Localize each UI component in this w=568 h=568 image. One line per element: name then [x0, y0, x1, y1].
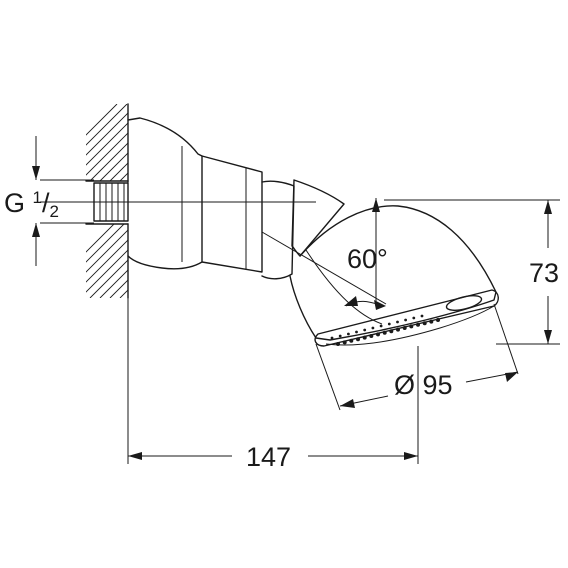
nozzle — [389, 329, 394, 334]
nozzle — [409, 324, 414, 329]
hatch-line — [89, 142, 128, 181]
hatch-line — [140, 224, 214, 298]
wall-hatching-bottom — [86, 224, 244, 298]
hatch-line — [86, 104, 128, 146]
hatch-line — [109, 162, 128, 181]
hatch-line — [130, 224, 204, 298]
hatch-line — [150, 224, 224, 298]
spray-plate — [314, 289, 499, 347]
nozzle — [396, 327, 400, 332]
hatch-line — [86, 122, 128, 166]
hatch-line — [109, 279, 128, 298]
hatch-line — [86, 224, 115, 253]
spray-nozzles — [330, 314, 440, 346]
nozzle — [347, 332, 350, 336]
hatch-line — [99, 152, 128, 181]
ball-joint — [261, 180, 295, 280]
nozzle — [422, 321, 427, 326]
nozzle — [338, 334, 342, 338]
depth-dimension: 147 — [127, 298, 419, 472]
diameter-label: Ø 95 — [394, 370, 453, 400]
nozzle — [376, 332, 380, 337]
nozzle — [404, 318, 407, 322]
nozzle — [349, 338, 354, 343]
hatch-line — [140, 104, 217, 181]
hatch-line — [89, 259, 128, 298]
nozzle — [355, 330, 358, 334]
nozzle — [429, 319, 434, 324]
nozzle — [420, 314, 424, 318]
wall-hatching-top — [86, 104, 237, 181]
collar — [291, 179, 345, 257]
nozzle — [382, 330, 387, 335]
nozzle — [379, 324, 383, 328]
nozzle — [363, 328, 367, 332]
nozzle — [362, 335, 367, 340]
hatch-line — [86, 104, 118, 136]
nozzle — [369, 334, 374, 338]
hatch-line — [130, 104, 207, 181]
hatch-line — [86, 239, 128, 283]
thread-size-label: G 1/2 — [4, 188, 59, 221]
spray-angle-label: 60° — [347, 244, 388, 274]
height-dimension: 73 — [384, 199, 560, 345]
thread-dimension: G 1/2 — [4, 136, 94, 266]
nozzle — [371, 326, 375, 330]
nozzle — [402, 326, 407, 330]
height-label: 73 — [529, 258, 559, 288]
swivel-body — [201, 155, 263, 273]
hatch-line — [86, 132, 128, 176]
wall — [85, 103, 244, 299]
nozzle — [387, 322, 391, 326]
nozzle — [330, 336, 334, 340]
hatch-line — [86, 249, 128, 293]
hatch-line — [99, 269, 128, 298]
hatch-line — [160, 104, 237, 181]
hatch-line — [86, 224, 125, 263]
hatch-line — [170, 224, 244, 298]
nozzle — [342, 340, 347, 345]
hatch-line — [119, 172, 128, 181]
nozzle — [436, 318, 440, 322]
hatch-line — [119, 289, 128, 298]
spray-angle-dimension: 60° — [261, 198, 388, 310]
nozzle — [412, 316, 416, 320]
wall-flange — [127, 117, 203, 270]
nozzle — [396, 320, 399, 324]
hatch-line — [86, 112, 128, 156]
nozzle — [416, 322, 420, 327]
hatch-line — [150, 104, 227, 181]
hatch-line — [160, 224, 234, 298]
diameter-dimension: Ø 95 — [315, 303, 519, 411]
depth-label: 147 — [246, 442, 291, 472]
nozzle — [356, 337, 360, 342]
hatch-line — [86, 229, 128, 273]
nozzle — [336, 342, 340, 346]
